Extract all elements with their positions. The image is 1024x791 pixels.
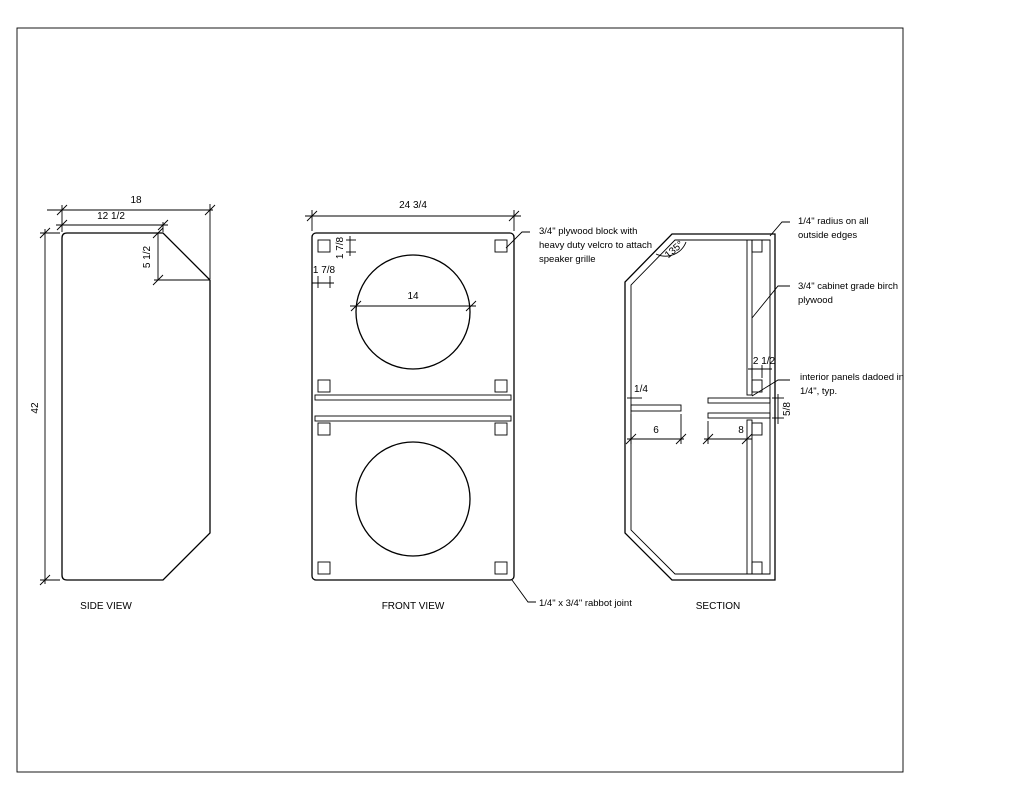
front-view-outline xyxy=(311,232,515,581)
svg-text:3/4" plywood block with: 3/4" plywood block with xyxy=(539,226,637,237)
dim-section-c: 8 xyxy=(738,425,744,436)
section-title: SECTION xyxy=(696,601,740,612)
svg-text:interior panels dadoed in: interior panels dadoed in xyxy=(800,372,904,383)
dim-front-width: 24 3/4 xyxy=(399,200,427,211)
side-view-outline xyxy=(61,232,211,581)
svg-text:outside edges: outside edges xyxy=(798,230,857,241)
note-radius: 1/4" radius on all outside edges xyxy=(798,216,868,241)
note-rabbet-joint: 1/4" x 3/4" rabbot joint xyxy=(539,598,632,609)
note-dado: interior panels dadoed in 1/4", typ. xyxy=(800,372,904,397)
dim-angle: 135° xyxy=(663,239,686,261)
section-panel-left xyxy=(630,404,682,412)
section-outer-shell xyxy=(624,233,776,581)
section-panel-right-lower xyxy=(707,412,771,419)
speaker-hole-lower xyxy=(355,441,471,557)
side-view: 18 12 1/2 5 1/2 42 SIDE VIEW xyxy=(30,195,216,612)
svg-text:plywood: plywood xyxy=(798,295,833,306)
dim-block-horizontal: 1 7/8 xyxy=(313,265,336,276)
dim-block-vertical: 1 7/8 xyxy=(335,236,346,259)
section-inner-shell xyxy=(630,239,771,575)
dim-side-width: 18 xyxy=(130,195,142,206)
section-baffle-lower xyxy=(746,419,753,575)
speaker-hole-upper xyxy=(355,254,471,370)
section-baffle-upper xyxy=(746,239,753,396)
section-panel-right-upper xyxy=(707,397,771,404)
dim-side-top: 12 1/2 xyxy=(97,211,125,222)
front-view: 14 24 3/4 1 7/8 1 7/8 FRONT VIEW xyxy=(305,200,536,612)
dim-side-bevel: 5 1/2 xyxy=(142,245,153,268)
dim-section-b: 6 xyxy=(653,425,659,436)
note-plywood: 3/4" cabinet grade birch plywood xyxy=(798,281,898,306)
front-view-title: FRONT VIEW xyxy=(382,601,445,612)
divider-panel-upper xyxy=(314,394,512,401)
dim-section-d: 2 1/2 xyxy=(753,356,776,367)
svg-text:3/4" cabinet grade birch: 3/4" cabinet grade birch xyxy=(798,281,898,292)
dim-section-a: 1/4 xyxy=(634,384,648,395)
note-plywood-block: 3/4" plywood block with heavy duty velcr… xyxy=(539,226,652,265)
section-view: 135° 1/4 6 8 2 1/2 5/8 SECTION xyxy=(624,221,793,612)
divider-panel-lower xyxy=(314,415,512,422)
dim-side-height: 42 xyxy=(30,402,41,414)
dim-section-e: 5/8 xyxy=(782,402,793,416)
svg-text:1/4" radius on all: 1/4" radius on all xyxy=(798,216,868,227)
side-view-title: SIDE VIEW xyxy=(80,601,132,612)
svg-text:heavy duty velcro to attach: heavy duty velcro to attach xyxy=(539,240,652,251)
sheet-border xyxy=(16,27,904,773)
dim-hole-diameter: 14 xyxy=(407,291,419,302)
svg-text:1/4", typ.: 1/4", typ. xyxy=(800,386,837,397)
svg-text:speaker grille: speaker grille xyxy=(539,254,596,265)
angle-arc xyxy=(655,241,687,257)
